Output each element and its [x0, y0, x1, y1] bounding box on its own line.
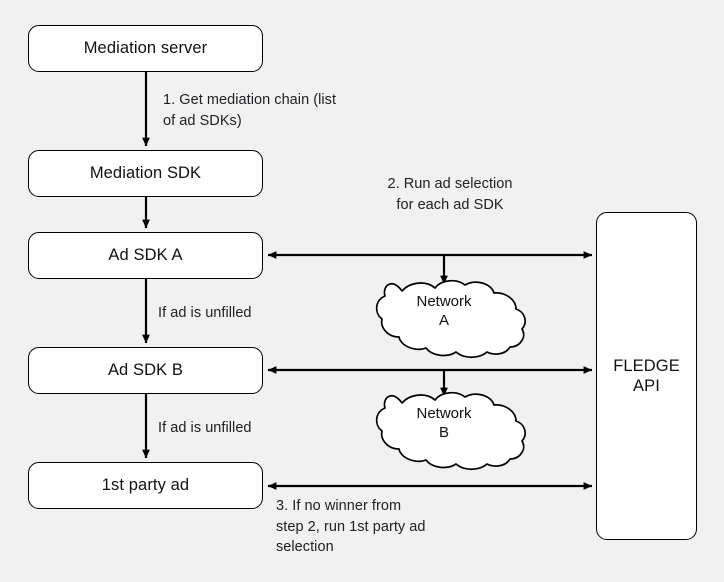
node-ad-sdk-b[interactable]: Ad SDK B	[28, 347, 263, 394]
network-a-cloud-icon	[375, 279, 526, 359]
node-fledge-api-label: FLEDGE API	[613, 356, 680, 395]
node-first-party-ad[interactable]: 1st party ad	[28, 462, 263, 509]
node-fledge-api[interactable]: FLEDGE API	[596, 212, 697, 540]
edge-label-step-1: 1. Get mediation chain (list of ad SDKs)	[163, 92, 337, 129]
edge-label-step-2: 2. Run ad selection for each ad SDK	[387, 176, 513, 213]
node-mediation-sdk[interactable]: Mediation SDK	[28, 150, 263, 197]
edge-label-unfilled-b: If ad is unfilled	[158, 420, 252, 436]
node-ad-sdk-a-label: Ad SDK A	[108, 245, 183, 264]
node-mediation-server-label: Mediation server	[83, 38, 208, 57]
node-mediation-server[interactable]: Mediation server	[28, 25, 263, 72]
node-ad-sdk-a[interactable]: Ad SDK A	[28, 232, 263, 279]
node-network-a-label: Network A	[416, 293, 472, 330]
node-first-party-ad-label: 1st party ad	[101, 475, 190, 494]
edge-label-step-3: 3. If no winner from step 2, run 1st par…	[276, 498, 426, 556]
edge-label-unfilled-a: If ad is unfilled	[158, 305, 252, 321]
node-ad-sdk-b-label: Ad SDK B	[107, 360, 184, 379]
node-mediation-sdk-label: Mediation SDK	[89, 163, 202, 182]
node-network-b-label: Network B	[416, 405, 472, 442]
network-b-cloud-icon	[375, 391, 526, 471]
